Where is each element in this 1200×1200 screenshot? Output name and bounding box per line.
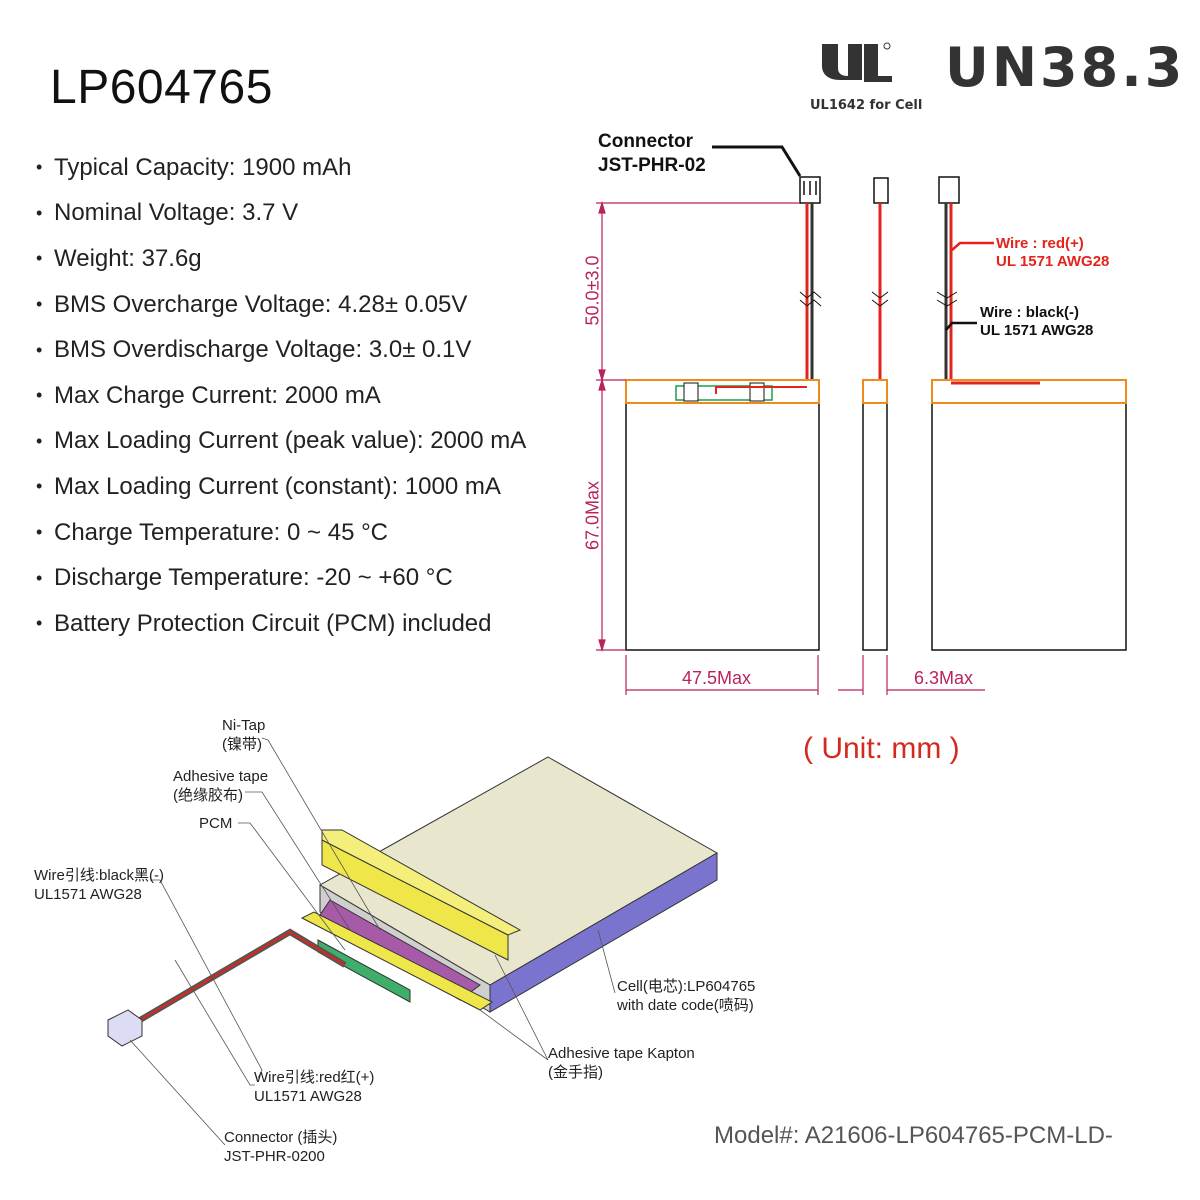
spec-item: •Max Loading Current (peak value): 2000 …	[36, 427, 527, 455]
black-wire	[138, 928, 347, 1023]
side-view	[862, 177, 889, 651]
page-title: LP604765	[50, 61, 273, 114]
un38-3-mark: UN38.3	[945, 36, 1186, 99]
spec-item: •BMS Overdischarge Voltage: 3.0± 0.1V	[36, 336, 472, 364]
leader-lines	[129, 737, 616, 1146]
spec-item: •BMS Overcharge Voltage: 4.28± 0.05V	[36, 290, 468, 318]
spec-item: •Nominal Voltage: 3.7 V	[36, 199, 299, 227]
cell-front	[625, 379, 820, 651]
ul-logo-icon	[822, 42, 892, 82]
dim-width: 47.5Max	[682, 668, 752, 688]
spec-list: •Typical Capacity: 1900 mAh •Nominal Vol…	[36, 145, 526, 647]
dim-height: 67.0Max	[582, 480, 603, 551]
wire-black-label: Wire : black(-)UL 1571 AWG28	[980, 304, 1094, 339]
dim-thickness: 6.3Max	[914, 668, 974, 688]
unit-note: ( Unit: mm )	[803, 732, 960, 765]
spec-item: •Weight: 37.6g	[36, 244, 202, 272]
model-number: Model#: A21606-LP604765-PCM-LD-	[714, 1122, 1113, 1149]
kapton-callout: Adhesive tape Kapton(金手指)	[548, 1045, 695, 1081]
wire-black-callout: Wire引线:black黑(-)UL1571 AWG28	[34, 867, 164, 903]
kapton-tape	[300, 911, 493, 1011]
spec-item: •Discharge Temperature: -20 ~ +60 °C	[36, 564, 453, 592]
spec-item: •Battery Protection Circuit (PCM) includ…	[36, 609, 492, 637]
adhesive-tape-label: Adhesive tape(绝缘胶布)	[173, 768, 269, 804]
pcm-label: PCM	[199, 815, 233, 832]
top-view	[931, 176, 1127, 651]
ni-tap-label: Ni-Tap(镍带)	[222, 717, 266, 753]
spec-item: •Max Loading Current (constant): 1000 mA	[36, 472, 501, 500]
front-view	[625, 176, 822, 651]
spec-item: •Typical Capacity: 1900 mAh	[36, 153, 352, 181]
dim-lead-length: 50.0±3.0	[582, 255, 603, 326]
wire-red-callout: Wire引线:red红(+)UL1571 AWG28	[254, 1069, 375, 1105]
red-wire	[139, 930, 346, 1021]
spec-item: •Max Charge Current: 2000 mA	[36, 381, 381, 409]
connector-callout: Connector (插头)JST-PHR-0200	[224, 1129, 338, 1165]
connector-icon	[107, 1009, 143, 1047]
exploded-view	[107, 737, 719, 1146]
ul-caption: UL1642 for Cell	[810, 98, 923, 113]
dimension-lines	[596, 200, 985, 695]
wire-red-label: Wire : red(+)UL 1571 AWG28	[996, 235, 1110, 270]
spec-item: •Charge Temperature: 0 ~ 45 °C	[36, 518, 389, 546]
leader-connector	[712, 145, 802, 177]
technical-drawing	[596, 145, 1127, 695]
